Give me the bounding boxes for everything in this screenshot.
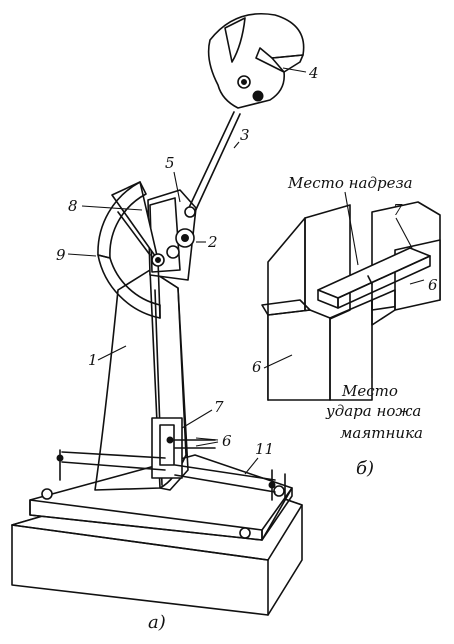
impact-label-line3: маятника bbox=[340, 424, 423, 442]
part-label-4: 4 bbox=[308, 64, 319, 82]
pendulum-rod bbox=[184, 111, 241, 218]
notch-label: Место надреза bbox=[287, 174, 413, 192]
part-label-6-right: 6 bbox=[428, 276, 438, 294]
part-label-2: 2 bbox=[207, 233, 218, 251]
leader-7-b bbox=[395, 217, 413, 249]
impact-label-line2: удара ножа bbox=[325, 402, 421, 420]
part-label-7-a: 7 bbox=[214, 398, 224, 416]
part-label-7-b: 7 bbox=[393, 201, 403, 219]
part-label-8: 8 bbox=[68, 197, 78, 215]
leader-lines-a bbox=[67, 67, 307, 475]
scale-sector bbox=[97, 181, 165, 319]
part-label-11: 11 bbox=[255, 440, 274, 458]
specimen-detail-drawing: Место надреза 7 6 6 Место удара ножа мая… bbox=[252, 174, 441, 479]
part-label-6-a: 6 bbox=[222, 432, 232, 450]
guard-rails bbox=[56, 449, 286, 501]
leader-6-left bbox=[263, 354, 293, 369]
specimen-supports bbox=[151, 417, 216, 479]
caption-a: а) bbox=[148, 612, 166, 633]
left-support-block bbox=[261, 204, 351, 401]
pendulum-tester-drawing: 4 3 5 8 2 9 1 7 6 11 а) bbox=[11, 13, 319, 633]
leader-6-right bbox=[409, 279, 425, 285]
impact-label-line1: Место bbox=[341, 382, 398, 400]
part-label-1: 1 bbox=[88, 351, 98, 369]
part-label-6-left: 6 bbox=[252, 358, 262, 376]
caption-b: б) bbox=[356, 458, 374, 479]
specimen-bar bbox=[317, 247, 431, 309]
part-label-3: 3 bbox=[240, 126, 250, 144]
pivot-axle bbox=[166, 228, 195, 259]
pointer-arrow bbox=[117, 211, 151, 256]
part-label-5: 5 bbox=[165, 154, 175, 172]
center-pedestal bbox=[329, 299, 373, 401]
part-label-9: 9 bbox=[56, 246, 66, 264]
pendulum-hammer bbox=[207, 13, 305, 109]
notch-leader bbox=[344, 191, 359, 266]
